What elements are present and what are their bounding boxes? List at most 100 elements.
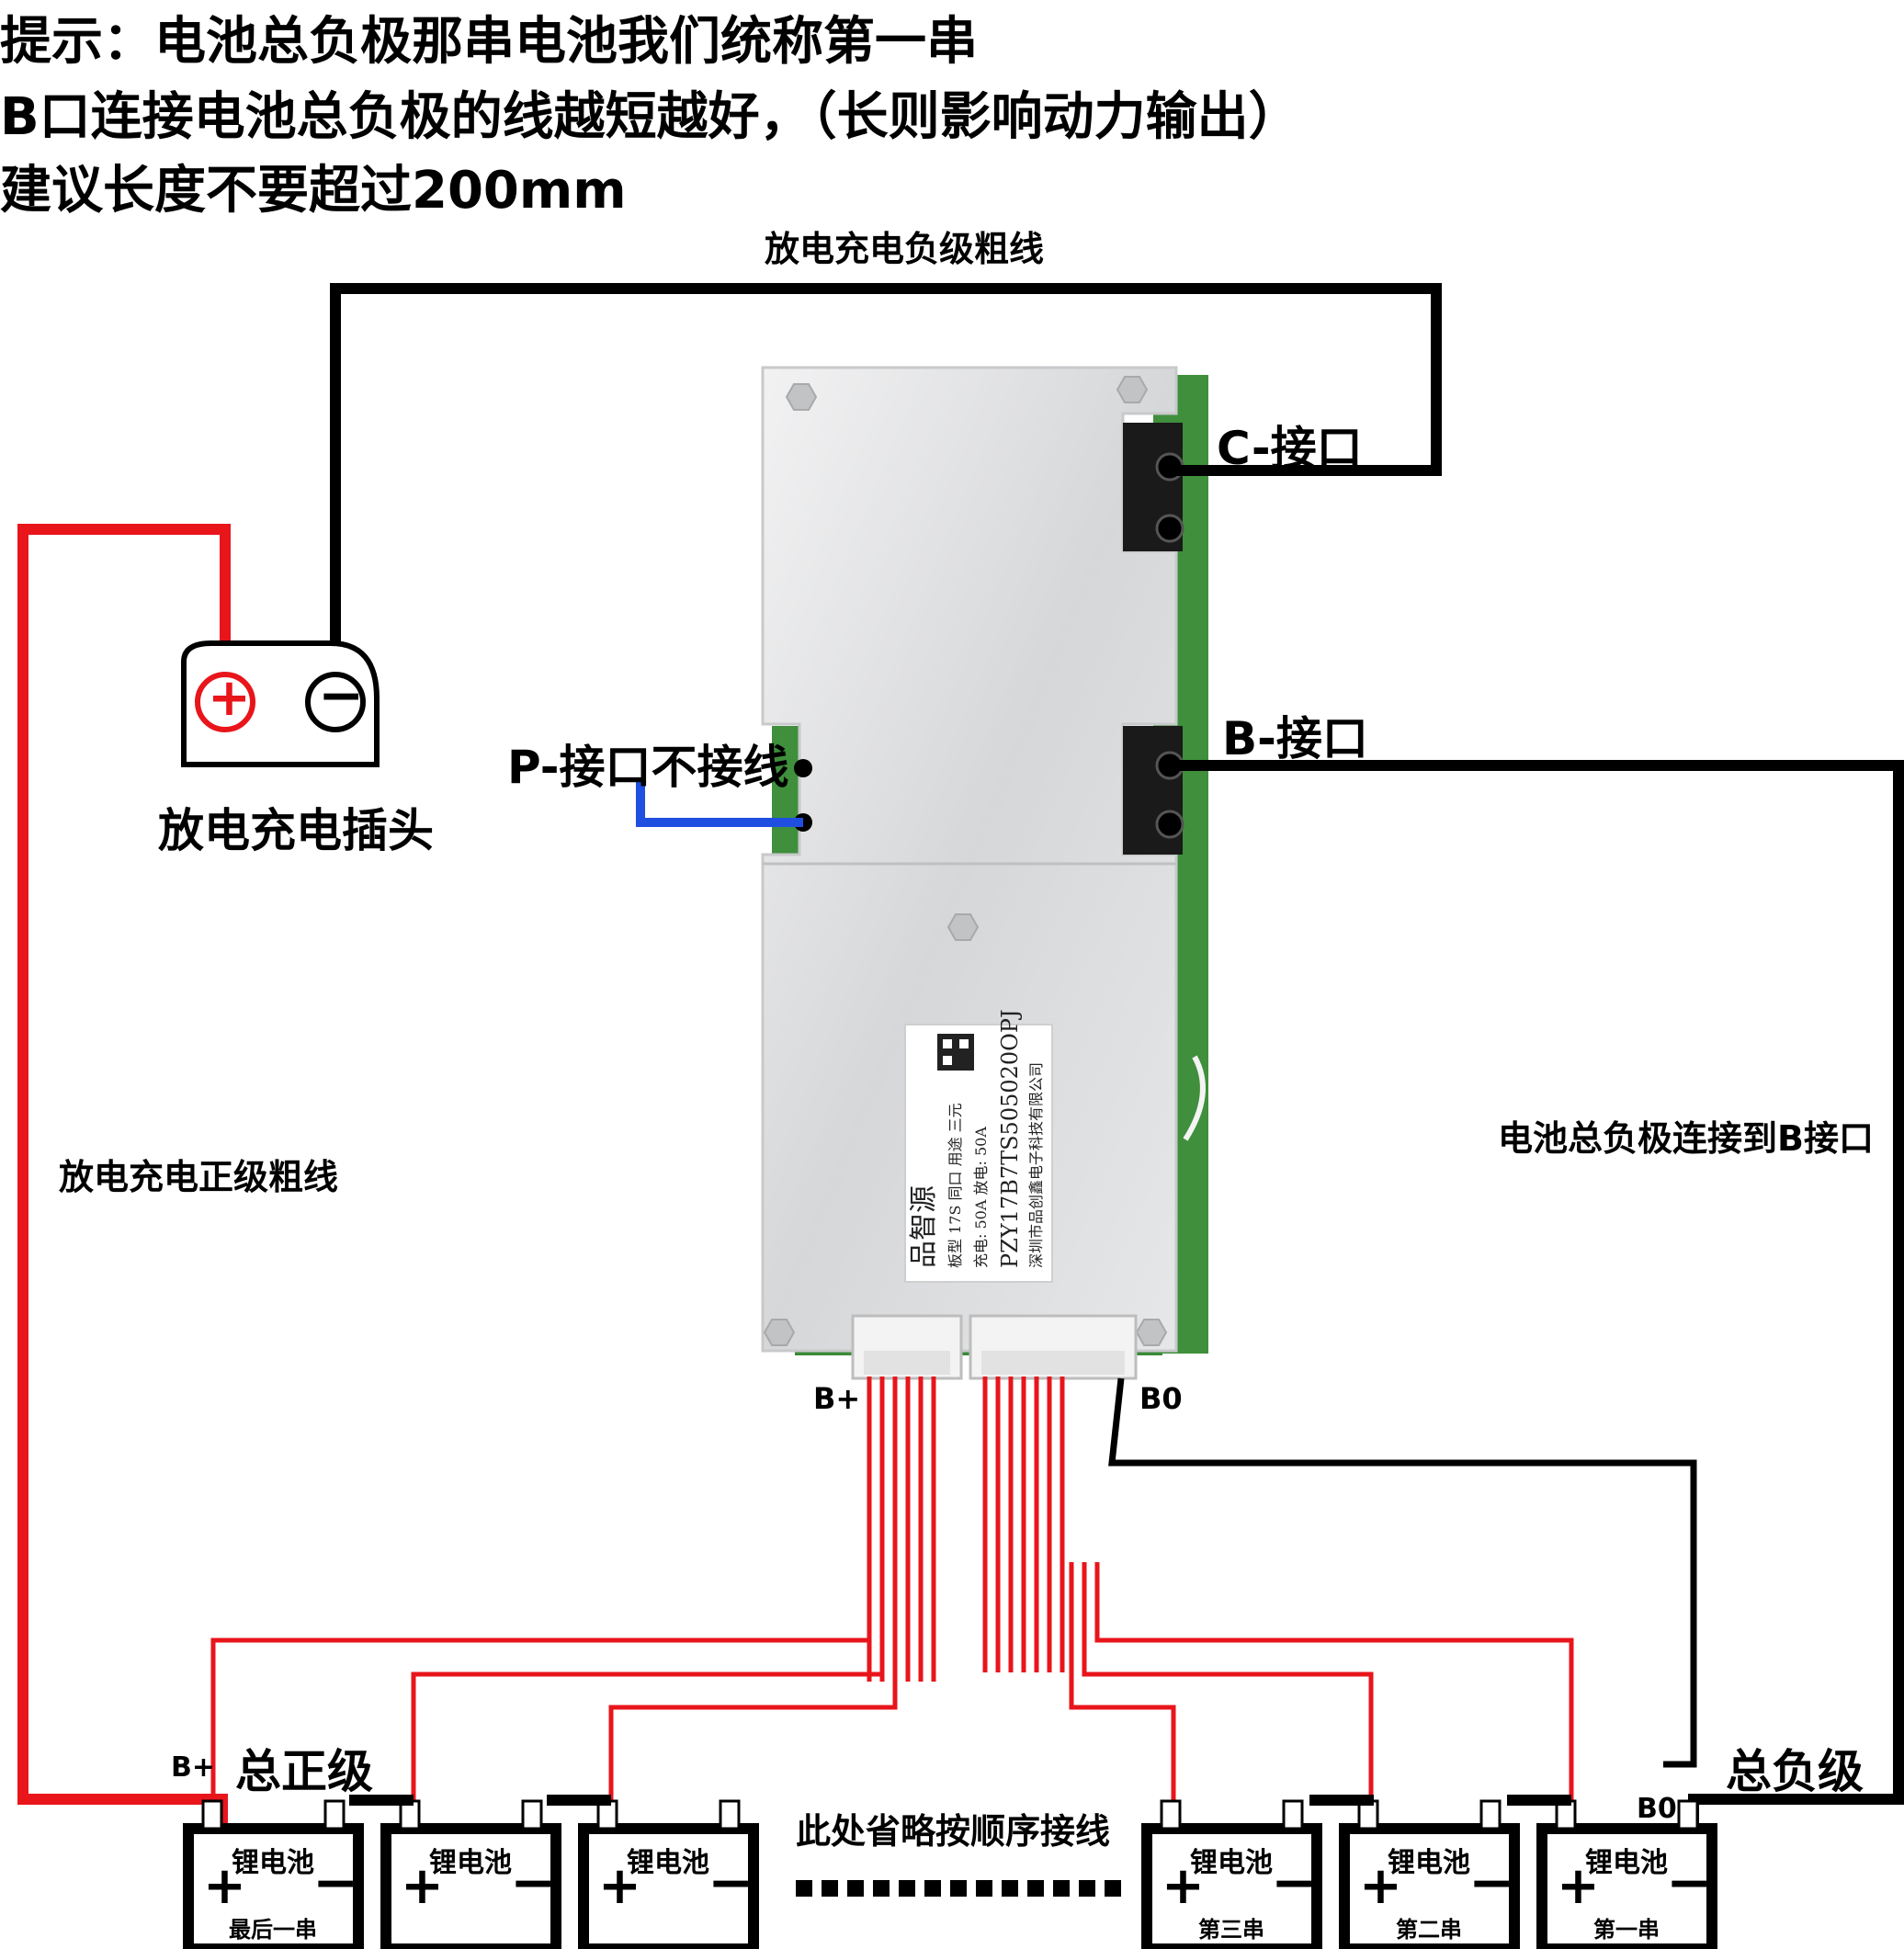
discharge-negative-wire bbox=[330, 283, 1442, 662]
battery-body bbox=[578, 1823, 759, 1949]
white-lead bbox=[1183, 1055, 1206, 1141]
omitted-dash bbox=[873, 1880, 890, 1897]
battery-body bbox=[380, 1823, 561, 1949]
balance-wire-second bbox=[1082, 1562, 1374, 1801]
battery-cell bbox=[183, 1799, 364, 1949]
screw-5 bbox=[1135, 1319, 1168, 1346]
omitted-dash bbox=[822, 1880, 838, 1897]
hint-line-3: 建议长度不要超过200mm bbox=[0, 161, 627, 221]
battery-body bbox=[1536, 1823, 1717, 1949]
battery-plus-icon: + bbox=[401, 1856, 444, 1916]
battery-cell-name: 锂电池 bbox=[232, 1847, 314, 1879]
series-link-3 bbox=[1309, 1795, 1374, 1806]
battery-cell bbox=[380, 1799, 561, 1949]
sticker-brand: 品智源 bbox=[908, 1185, 940, 1268]
sticker-line1: 板型 17S 同口 用途 三元 bbox=[946, 1103, 964, 1268]
screw-3 bbox=[946, 913, 980, 941]
label-discharge-negative-wire: 放电充电负级粗线 bbox=[765, 229, 1045, 269]
battery-minus-icon: − bbox=[312, 1851, 359, 1915]
label-c-port: C-接口 bbox=[1217, 422, 1363, 475]
battery-cell-index: 第二串 bbox=[1396, 1917, 1462, 1943]
battery-minus-post bbox=[323, 1799, 346, 1830]
omitted-dash bbox=[924, 1880, 941, 1897]
battery-minus-post bbox=[1282, 1799, 1304, 1830]
battery-plus-icon: + bbox=[598, 1856, 641, 1916]
balance-wire-first bbox=[1094, 1562, 1574, 1801]
sticker-model: PZY17B7TS505020OPJ bbox=[997, 1009, 1023, 1268]
battery-plus-icon: + bbox=[1557, 1856, 1600, 1916]
hint-line-1: 提示：电池总负极那串电池我们统称第一串 bbox=[0, 12, 978, 72]
balance-wire-last-cell bbox=[210, 1562, 872, 1801]
battery-body bbox=[1141, 1823, 1322, 1949]
sticker-text: 品智源 板型 17S 同口 用途 三元 充电: 50A 放电: 50A PZY1… bbox=[908, 1009, 1045, 1268]
b0-wire bbox=[1108, 1377, 1697, 1768]
balance-wire-third bbox=[1069, 1562, 1176, 1801]
battery-plus-icon: + bbox=[1359, 1856, 1402, 1916]
hint-line-2: B口连接电池总负极的线越短越好，（长则影响动力输出） bbox=[0, 87, 1300, 147]
omitted-dash bbox=[1027, 1880, 1044, 1897]
battery-cell bbox=[1339, 1799, 1520, 1949]
plug-plus-icon: + bbox=[208, 668, 251, 728]
battery-minus-icon: − bbox=[510, 1851, 557, 1915]
label-total-negative: 总负级 bbox=[1726, 1745, 1864, 1798]
label-discharge-positive-wire: 放电充电正级粗线 bbox=[59, 1157, 339, 1197]
battery-plus-icon: + bbox=[1162, 1856, 1205, 1916]
omitted-dashes bbox=[796, 1880, 1121, 1897]
battery-body bbox=[183, 1823, 364, 1949]
battery-minus-post bbox=[1677, 1799, 1699, 1830]
b-port-hole-2 bbox=[1155, 810, 1184, 839]
p-wire bbox=[636, 781, 803, 827]
battery-minus-icon: − bbox=[1271, 1851, 1318, 1915]
label-battery-neg-to-b: 电池总负极连接到B接口 bbox=[1498, 1118, 1874, 1159]
battery-cell-index: 最后一串 bbox=[229, 1917, 317, 1943]
series-link-1 bbox=[349, 1795, 414, 1806]
balance-wire-cell-3 bbox=[608, 1562, 898, 1801]
omitted-dash bbox=[1079, 1880, 1095, 1897]
label-b0-bottom: B0 bbox=[1637, 1793, 1677, 1825]
battery-cell bbox=[578, 1799, 759, 1949]
omitted-dash bbox=[1105, 1880, 1121, 1897]
battery-cell-name: 锂电池 bbox=[1585, 1847, 1668, 1879]
omitted-dash bbox=[1053, 1880, 1070, 1897]
battery-cell-index: 第三串 bbox=[1198, 1917, 1264, 1943]
omitted-dash bbox=[976, 1880, 992, 1897]
screw-4 bbox=[763, 1319, 796, 1346]
label-omitted: 此处省略按顺序接线 bbox=[796, 1811, 1111, 1852]
battery-cell-name: 锂电池 bbox=[1190, 1847, 1273, 1879]
battery-cell bbox=[1536, 1799, 1717, 1949]
screw-2 bbox=[1116, 376, 1149, 403]
series-link-4 bbox=[1507, 1795, 1571, 1806]
battery-cell-name: 锂电池 bbox=[1388, 1847, 1470, 1879]
label-b0-top: B0 bbox=[1139, 1381, 1183, 1416]
label-b-port: B-接口 bbox=[1222, 712, 1368, 765]
battery-minus-post bbox=[1479, 1799, 1502, 1830]
c-port-hole-2 bbox=[1155, 514, 1184, 543]
balance-wire-cell-2 bbox=[411, 1562, 885, 1801]
label-total-positive: 总正级 bbox=[235, 1745, 373, 1798]
label-p-port: P-接口不接线 bbox=[507, 741, 789, 794]
battery-minus-post bbox=[719, 1799, 741, 1830]
label-plug: 放电充电插头 bbox=[158, 804, 434, 857]
sticker-line2: 充电: 50A 放电: 50A bbox=[972, 1127, 990, 1268]
battery-cells bbox=[183, 1799, 1717, 1949]
series-link-2 bbox=[547, 1795, 611, 1806]
battery-minus-icon: − bbox=[1468, 1851, 1515, 1915]
omitted-dash bbox=[950, 1880, 967, 1897]
balance-wires bbox=[210, 1377, 1574, 1801]
p-port-hole-1 bbox=[794, 759, 812, 777]
omitted-dash bbox=[796, 1880, 812, 1897]
battery-plus-icon: + bbox=[203, 1856, 246, 1916]
battery-body bbox=[1339, 1823, 1520, 1949]
screw-1 bbox=[785, 383, 818, 411]
sticker-company: 深圳市品创鑫电子科技有限公司 bbox=[1027, 1062, 1045, 1268]
battery-cell-index: 第一串 bbox=[1593, 1917, 1660, 1943]
battery-cell-name: 锂电池 bbox=[627, 1847, 709, 1879]
label-b-plus-top: B+ bbox=[813, 1381, 861, 1416]
battery-cell bbox=[1141, 1799, 1322, 1949]
omitted-dash bbox=[1002, 1880, 1018, 1897]
battery-cell-name: 锂电池 bbox=[429, 1847, 512, 1879]
plug-minus-terminal bbox=[305, 672, 366, 732]
board-sticker bbox=[904, 1024, 1053, 1283]
